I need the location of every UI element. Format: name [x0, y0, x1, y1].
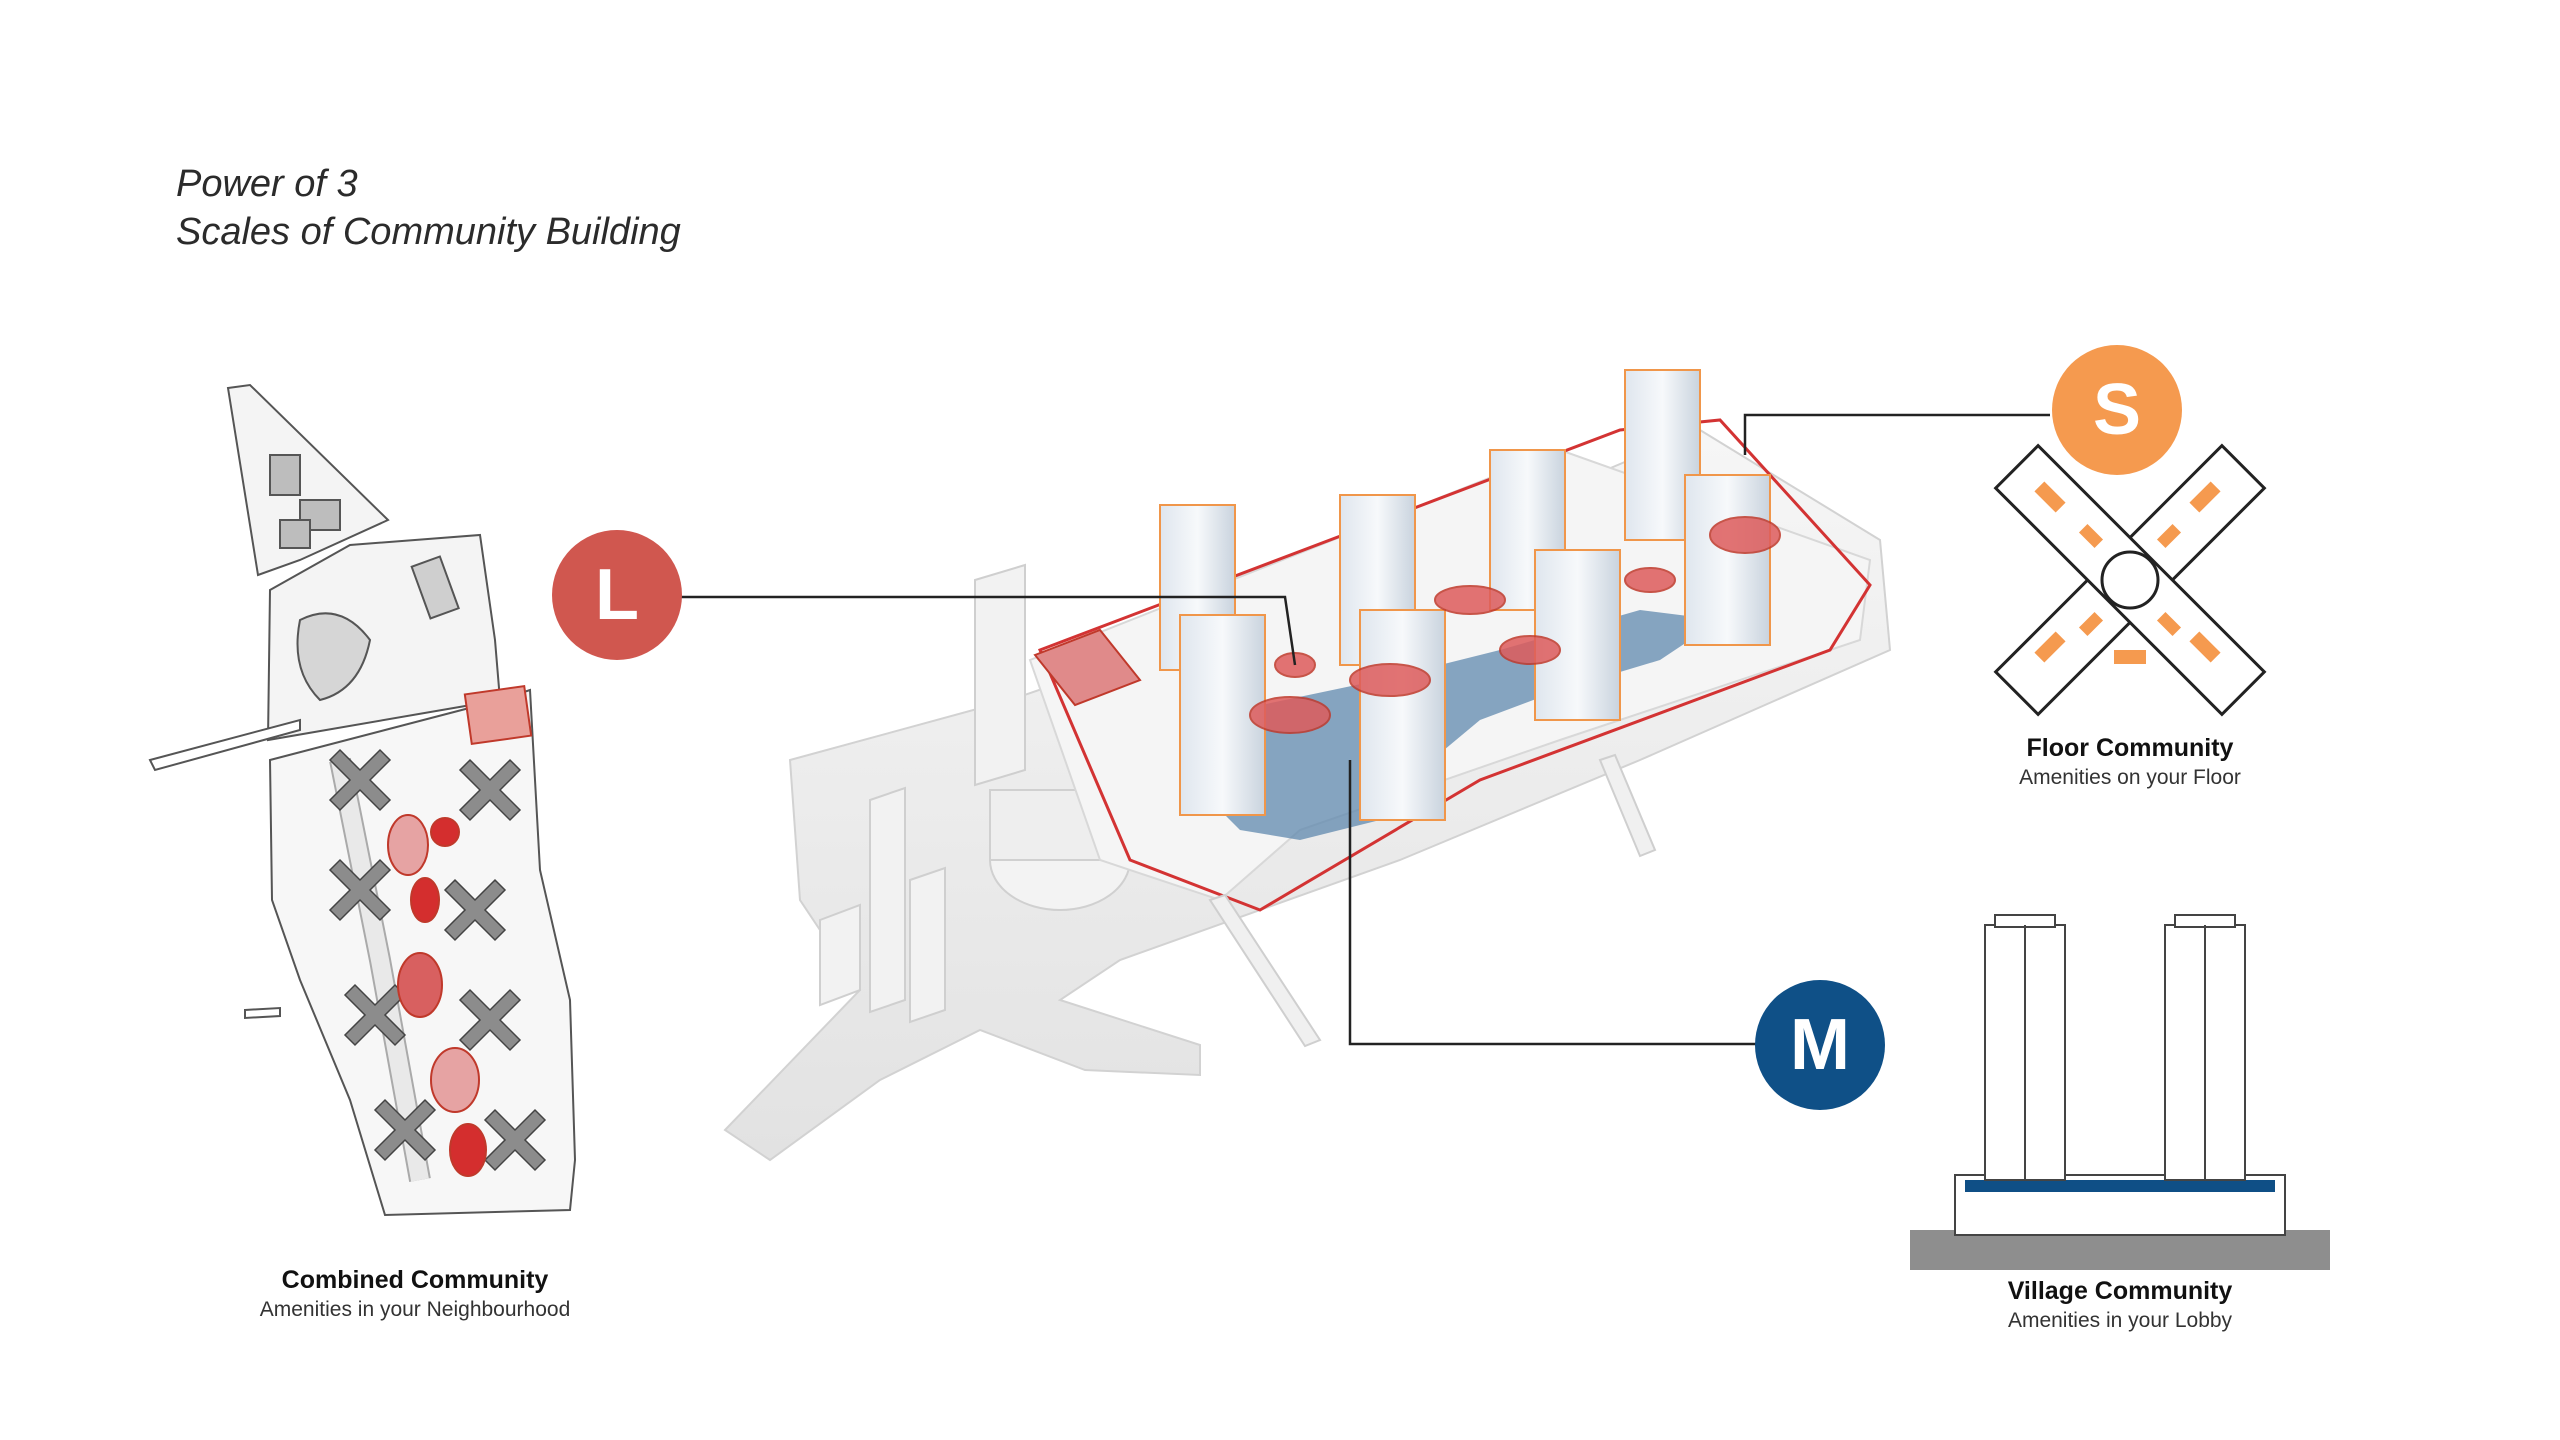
massing-amenities [1249, 516, 1781, 734]
title-line-2: Scales of Community Building [176, 211, 681, 253]
elevation-tower-left [1984, 914, 2066, 1181]
caption-village-subtitle: Amenities in your Lobby [2007, 1309, 2233, 1332]
caption-combined-subtitle: Amenities in your Neighbourhood [259, 1298, 571, 1321]
massing-towers [1159, 369, 1771, 821]
site-plan [148, 383, 577, 1217]
massing-tall-buildings [819, 563, 1026, 1024]
leader-line-large [680, 595, 1297, 666]
elevation-drawing [1910, 914, 2330, 1270]
caption-combined-title: Combined Community [281, 1266, 549, 1294]
caption-floor-subtitle: Amenities on your Floor [2019, 766, 2241, 789]
caption-combined-community: Combined Community Amenities in your Nei… [155, 1264, 675, 1324]
diagram-title: Power of 3 Scales of Community Building [176, 160, 681, 256]
floor-plan-amenities [2034, 481, 2221, 664]
elevation-tower-right [2164, 914, 2246, 1181]
caption-floor-community: Floor Community Amenities on your Floor [1870, 732, 2390, 792]
site-plan-towers [328, 748, 547, 1172]
floor-plan [1993, 443, 2267, 717]
site-plan-amenities [387, 684, 533, 1177]
leader-line-medium [1348, 760, 1760, 1046]
site-plan-north-plot [226, 383, 390, 577]
caption-village-title: Village Community [2007, 1277, 2233, 1305]
leader-lines [680, 413, 2050, 1046]
title-line-1: Power of 3 [176, 163, 358, 205]
badge-large: L [552, 530, 682, 660]
leader-line-small [1743, 413, 2050, 455]
axonometric-massing [723, 369, 1892, 1162]
badge-medium: M [1755, 980, 1885, 1110]
caption-village-community: Village Community Amenities in your Lobb… [1860, 1275, 2380, 1335]
caption-floor-title: Floor Community [2026, 734, 2234, 762]
badge-small: S [2052, 345, 2182, 475]
